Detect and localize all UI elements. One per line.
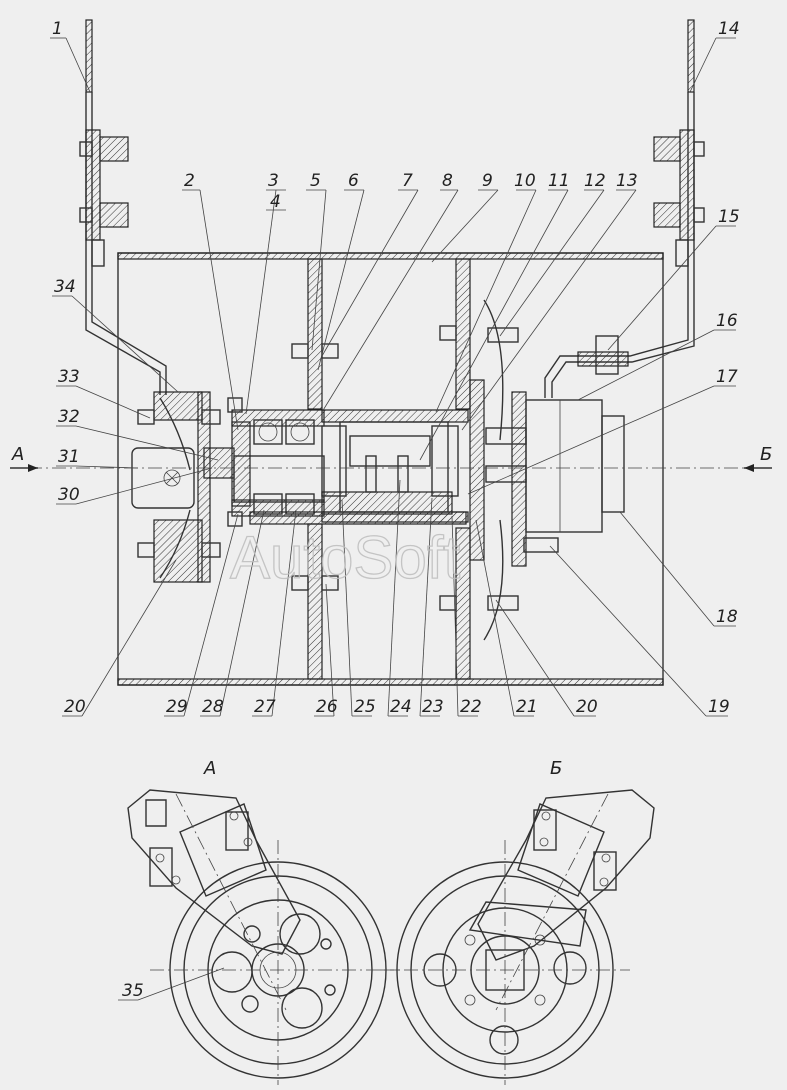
callout-21: 21 bbox=[516, 697, 538, 717]
callout-30: 30 bbox=[58, 485, 80, 505]
callout-23: 23 bbox=[422, 697, 444, 717]
callout-31: 31 bbox=[58, 447, 80, 467]
callout-15: 15 bbox=[718, 207, 740, 227]
callout-7: 7 bbox=[402, 171, 413, 191]
callout-24: 24 bbox=[390, 697, 412, 717]
view-arrow-a: А bbox=[10, 444, 38, 472]
view-a: А bbox=[127, 758, 400, 1085]
gear-housing bbox=[321, 409, 469, 523]
left-flange bbox=[137, 391, 221, 583]
callout-25: 25 bbox=[354, 697, 376, 717]
callout-22: 22 bbox=[460, 697, 482, 717]
callout-27: 27 bbox=[254, 697, 276, 717]
view-b-label: Б bbox=[550, 758, 562, 779]
callout-18: 18 bbox=[716, 607, 738, 627]
callout-2: 2 bbox=[184, 171, 195, 191]
callout-19: 19 bbox=[708, 697, 730, 717]
section-view: А Б bbox=[10, 19, 772, 686]
callout-33: 33 bbox=[58, 367, 80, 387]
callout-35: 35 bbox=[122, 981, 144, 1001]
callout-9: 9 bbox=[482, 171, 493, 191]
callout-29: 29 bbox=[166, 697, 188, 717]
callout-4: 4 bbox=[270, 192, 281, 212]
watermark: AutoSoft bbox=[230, 524, 460, 591]
callout-26: 26 bbox=[316, 697, 338, 717]
right-bracket bbox=[544, 19, 705, 398]
callout-12: 12 bbox=[584, 171, 606, 191]
callout-14: 14 bbox=[718, 19, 740, 39]
callout-3: 3 bbox=[268, 171, 279, 191]
callout-20-right: 20 bbox=[576, 697, 598, 717]
callout-11: 11 bbox=[548, 171, 570, 191]
callout-5: 5 bbox=[310, 171, 321, 191]
inner-wall-left bbox=[291, 258, 339, 680]
view-arrow-b: Б bbox=[744, 444, 772, 472]
left-bracket bbox=[79, 19, 167, 395]
view-b: Б bbox=[380, 758, 655, 1085]
callout-1: 1 bbox=[52, 19, 63, 39]
callout-17: 17 bbox=[716, 367, 738, 387]
callout-20-left: 20 bbox=[64, 697, 86, 717]
callout-13: 13 bbox=[616, 171, 638, 191]
callout-34: 34 bbox=[54, 277, 76, 297]
leader-lines bbox=[50, 37, 736, 1001]
svg-text:А: А bbox=[11, 444, 24, 465]
svg-text:Б: Б bbox=[760, 444, 772, 465]
view-a-label: А bbox=[203, 758, 216, 779]
inner-wall-right bbox=[439, 258, 519, 680]
callout-10: 10 bbox=[514, 171, 536, 191]
shaft-end bbox=[131, 447, 325, 509]
callout-6: 6 bbox=[348, 171, 359, 191]
callout-numbers: 1 2 3 4 5 6 7 8 9 10 11 12 13 14 15 16 1… bbox=[52, 19, 740, 1001]
motor bbox=[485, 391, 625, 567]
callout-28: 28 bbox=[202, 697, 224, 717]
callout-32: 32 bbox=[58, 407, 80, 427]
callout-8: 8 bbox=[442, 171, 453, 191]
callout-16: 16 bbox=[716, 311, 738, 331]
